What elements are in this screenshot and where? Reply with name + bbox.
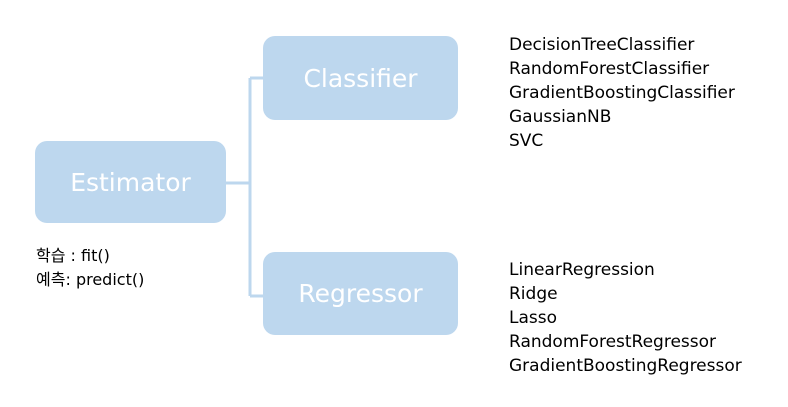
- class-list-item: RandomForestRegressor: [509, 332, 717, 352]
- class-list-item: GradientBoostingClassifier: [509, 83, 735, 103]
- predict-method-separator: :: [65, 270, 76, 289]
- classifier-class-list: DecisionTreeClassifier RandomForestClass…: [509, 33, 735, 153]
- class-list-item: GradientBoostingRegressor: [509, 356, 742, 376]
- class-list-item: GaussianNB: [509, 107, 612, 127]
- class-list-item: DecisionTreeClassifier: [509, 35, 695, 55]
- classifier-label: Classifier: [303, 63, 418, 93]
- estimator-method-list: 학습 : fit() 예측: predict(): [36, 244, 144, 292]
- class-list-item: LinearRegression: [509, 260, 655, 280]
- class-list-item: SVC: [509, 131, 544, 151]
- regressor-label: Regressor: [298, 279, 423, 308]
- predict-method-line: 예측: predict(): [36, 268, 144, 292]
- predict-method-name: 예측: [36, 270, 66, 289]
- class-list-item: Lasso: [509, 308, 558, 328]
- fit-method-call: fit(): [81, 246, 110, 265]
- fit-method-name: 학습: [36, 246, 66, 265]
- class-list-item: Ridge: [509, 284, 558, 304]
- estimator-box: Estimator: [35, 141, 226, 223]
- regressor-class-list: LinearRegression Ridge Lasso RandomFores…: [509, 258, 742, 378]
- fit-method-line: 학습 : fit(): [36, 244, 144, 268]
- classifier-box: Classifier: [263, 36, 458, 120]
- regressor-box: Regressor: [263, 252, 458, 335]
- class-list-item: RandomForestClassifier: [509, 59, 710, 79]
- predict-method-call: predict(): [75, 270, 145, 289]
- estimator-label: Estimator: [70, 167, 191, 197]
- fit-method-separator: :: [65, 246, 82, 265]
